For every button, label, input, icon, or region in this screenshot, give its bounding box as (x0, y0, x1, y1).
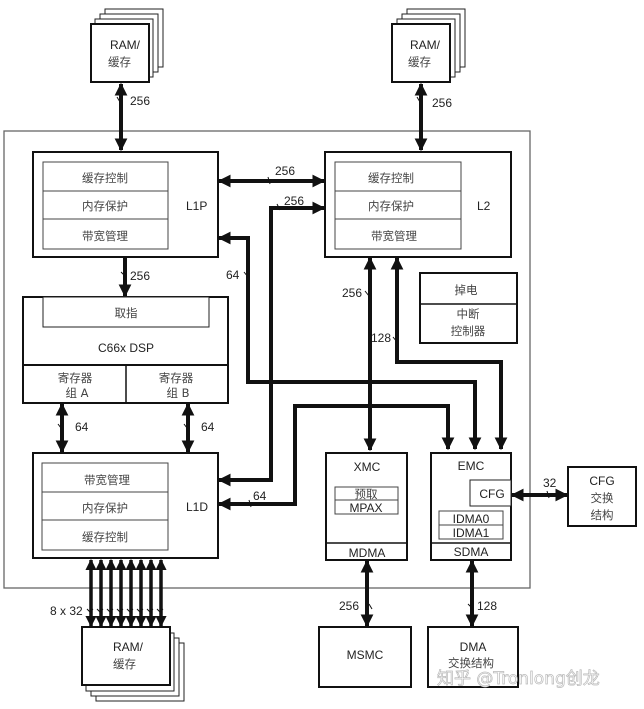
bus-tick (106, 608, 114, 613)
dma-switch-title: DMA (460, 640, 487, 654)
bus-l1d-ram-8x32 (85, 558, 167, 628)
emc-cfg-label: CFG (479, 487, 504, 501)
bus-width-label: 64 (253, 489, 267, 503)
l2-block: 缓存控制 内存保护 带宽管理 L2 (324, 151, 512, 258)
register-a-group: 组 A (65, 386, 88, 400)
l1d-block: 带宽管理 内存保护 缓存控制 L1D (32, 452, 219, 559)
l1p-cache-control: 缓存控制 (82, 171, 128, 185)
bus-width-label: 256 (342, 286, 362, 300)
l2-bandwidth-management: 带宽管理 (371, 229, 417, 243)
power-interrupt-controller: 掉电 中断 控制器 (419, 272, 518, 344)
corepac-boundary (3, 130, 531, 589)
l2-cache-control: 缓存控制 (368, 171, 414, 185)
cfg-switch-title: CFG (589, 474, 614, 488)
bus-width-label: 256 (284, 194, 304, 208)
ram-sub-label: 缓存 (108, 55, 131, 69)
bus-width-label: 256 (432, 96, 452, 110)
interrupt-label: 中断 (457, 307, 480, 321)
l1d-memory-protection: 内存保护 (82, 501, 128, 515)
bus-width-label: 64 (201, 420, 215, 434)
ram-sub-label: 缓存 (408, 55, 431, 69)
ram-top-left: RAM/ 缓存 (90, 8, 164, 83)
sdma-label: SDMA (454, 545, 489, 559)
l1p-bandwidth-management: 带宽管理 (82, 229, 128, 243)
msmc-block: MSMC (318, 626, 412, 688)
instruction-fetch-label: 取指 (115, 306, 138, 320)
register-a-label: 寄存器 (58, 371, 93, 385)
bus-width-label: 256 (339, 599, 359, 613)
ram-top-right: RAM/ 缓存 (391, 8, 466, 83)
bus-l1d-l2 (217, 201, 326, 487)
bus-width-label: 64 (75, 420, 89, 434)
dsp-title: C66x DSP (98, 341, 154, 355)
bus-tick (126, 608, 134, 613)
l1p-block: 缓存控制 内存保护 带宽管理 L1P (32, 151, 219, 258)
l1d-cache-control: 缓存控制 (82, 530, 128, 544)
idma1-label: IDMA1 (453, 526, 490, 540)
bus-width-label: 256 (130, 94, 150, 108)
msmc-label: MSMC (347, 648, 384, 662)
prefetch-label: 预取 (355, 487, 378, 501)
ram-bottom: RAM/ 缓存 (81, 626, 185, 702)
ram-label: RAM/ (113, 640, 144, 654)
idma0-label: IDMA0 (453, 512, 490, 526)
bus-tick (86, 608, 94, 613)
bus-tick (146, 608, 154, 613)
register-b-label: 寄存器 (159, 371, 194, 385)
watermark: 知乎 @Tronlong创龙 (437, 669, 600, 689)
dma-switch-fabric: DMA 交换结构 (427, 626, 519, 688)
l2-title: L2 (477, 199, 491, 213)
bus-width-label: 128 (477, 599, 497, 613)
bus-width-label: 32 (543, 476, 557, 490)
bus-emc-l1d (217, 404, 455, 511)
l2-memory-protection: 内存保护 (368, 199, 414, 213)
cfg-switch-line3: 结构 (591, 508, 614, 522)
emc-block: EMC CFG IDMA0 IDMA1 SDMA (430, 452, 512, 561)
emc-title: EMC (458, 459, 485, 473)
bus-width-label: 256 (130, 269, 150, 283)
mdma-label: MDMA (349, 546, 386, 560)
bus-tick (116, 608, 124, 613)
controller-label: 控制器 (451, 324, 486, 338)
xmc-block: XMC 预取 MPAX MDMA (325, 452, 408, 561)
bus-width-label: 256 (275, 164, 295, 178)
bus-tick (96, 608, 104, 613)
bus-width-label: 128 (371, 331, 391, 345)
c66x-dsp-block: 取指 C66x DSP 寄存器 组 A 寄存器 组 B (22, 296, 229, 404)
ram-label: RAM/ (110, 38, 141, 52)
ram-label: RAM/ (410, 38, 441, 52)
mpax-label: MPAX (349, 501, 382, 515)
cfg-switch-fabric: CFG 交换 结构 (567, 466, 637, 527)
l1d-bandwidth-management: 带宽管理 (84, 473, 130, 487)
l1p-title: L1P (186, 199, 207, 213)
bus-tick (136, 608, 144, 613)
l1d-title: L1D (186, 500, 208, 514)
l1p-memory-protection: 内存保护 (82, 199, 128, 213)
ram-sub-label: 缓存 (113, 657, 136, 671)
register-b-group: 组 B (166, 386, 189, 400)
bus-width-label: 8 x 32 (50, 604, 83, 618)
cfg-switch-line2: 交换 (591, 491, 614, 505)
bus-l2-emc (390, 256, 508, 451)
dma-switch-subtitle: 交换结构 (448, 656, 494, 670)
xmc-title: XMC (354, 460, 381, 474)
bus-width-label: 64 (226, 268, 240, 282)
power-down-label: 掉电 (455, 283, 478, 297)
bus-tick (156, 608, 164, 613)
